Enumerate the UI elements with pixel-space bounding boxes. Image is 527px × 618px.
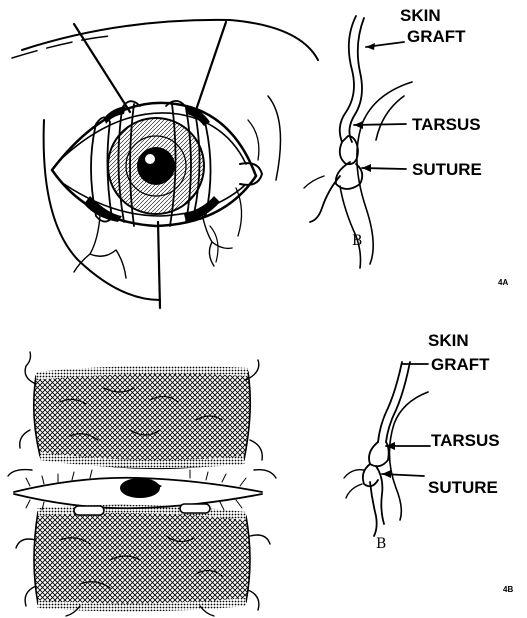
panel-b-tarsus-label: TARSUS [431, 431, 500, 450]
upper-skin-graft [34, 370, 251, 469]
panel-a-cross-section [304, 16, 412, 268]
panel-a-graft-label: GRAFT [407, 27, 466, 46]
panel-a-tarsus-label: TARSUS [412, 115, 481, 134]
panel-a-suture-label: SUTURE [412, 160, 482, 179]
panel-b-skin-label: SKIN [428, 331, 469, 350]
panel-b-graft-drawing [8, 352, 276, 616]
panel-b-graft-label: GRAFT [431, 355, 490, 374]
panel-b-suture-label: SUTURE [428, 478, 498, 497]
panel-a-figure-number: 4A [498, 278, 508, 287]
panel-b-cross-section [344, 362, 430, 536]
panel-b-signature: B [376, 536, 386, 552]
panel-a-signature: B [352, 233, 362, 249]
panel-a-eye-drawing [12, 20, 318, 308]
panel-b-figure-number: 4B [503, 585, 513, 594]
panel-a-skin-label: SKIN [400, 6, 441, 25]
lower-skin-graft [34, 506, 250, 608]
